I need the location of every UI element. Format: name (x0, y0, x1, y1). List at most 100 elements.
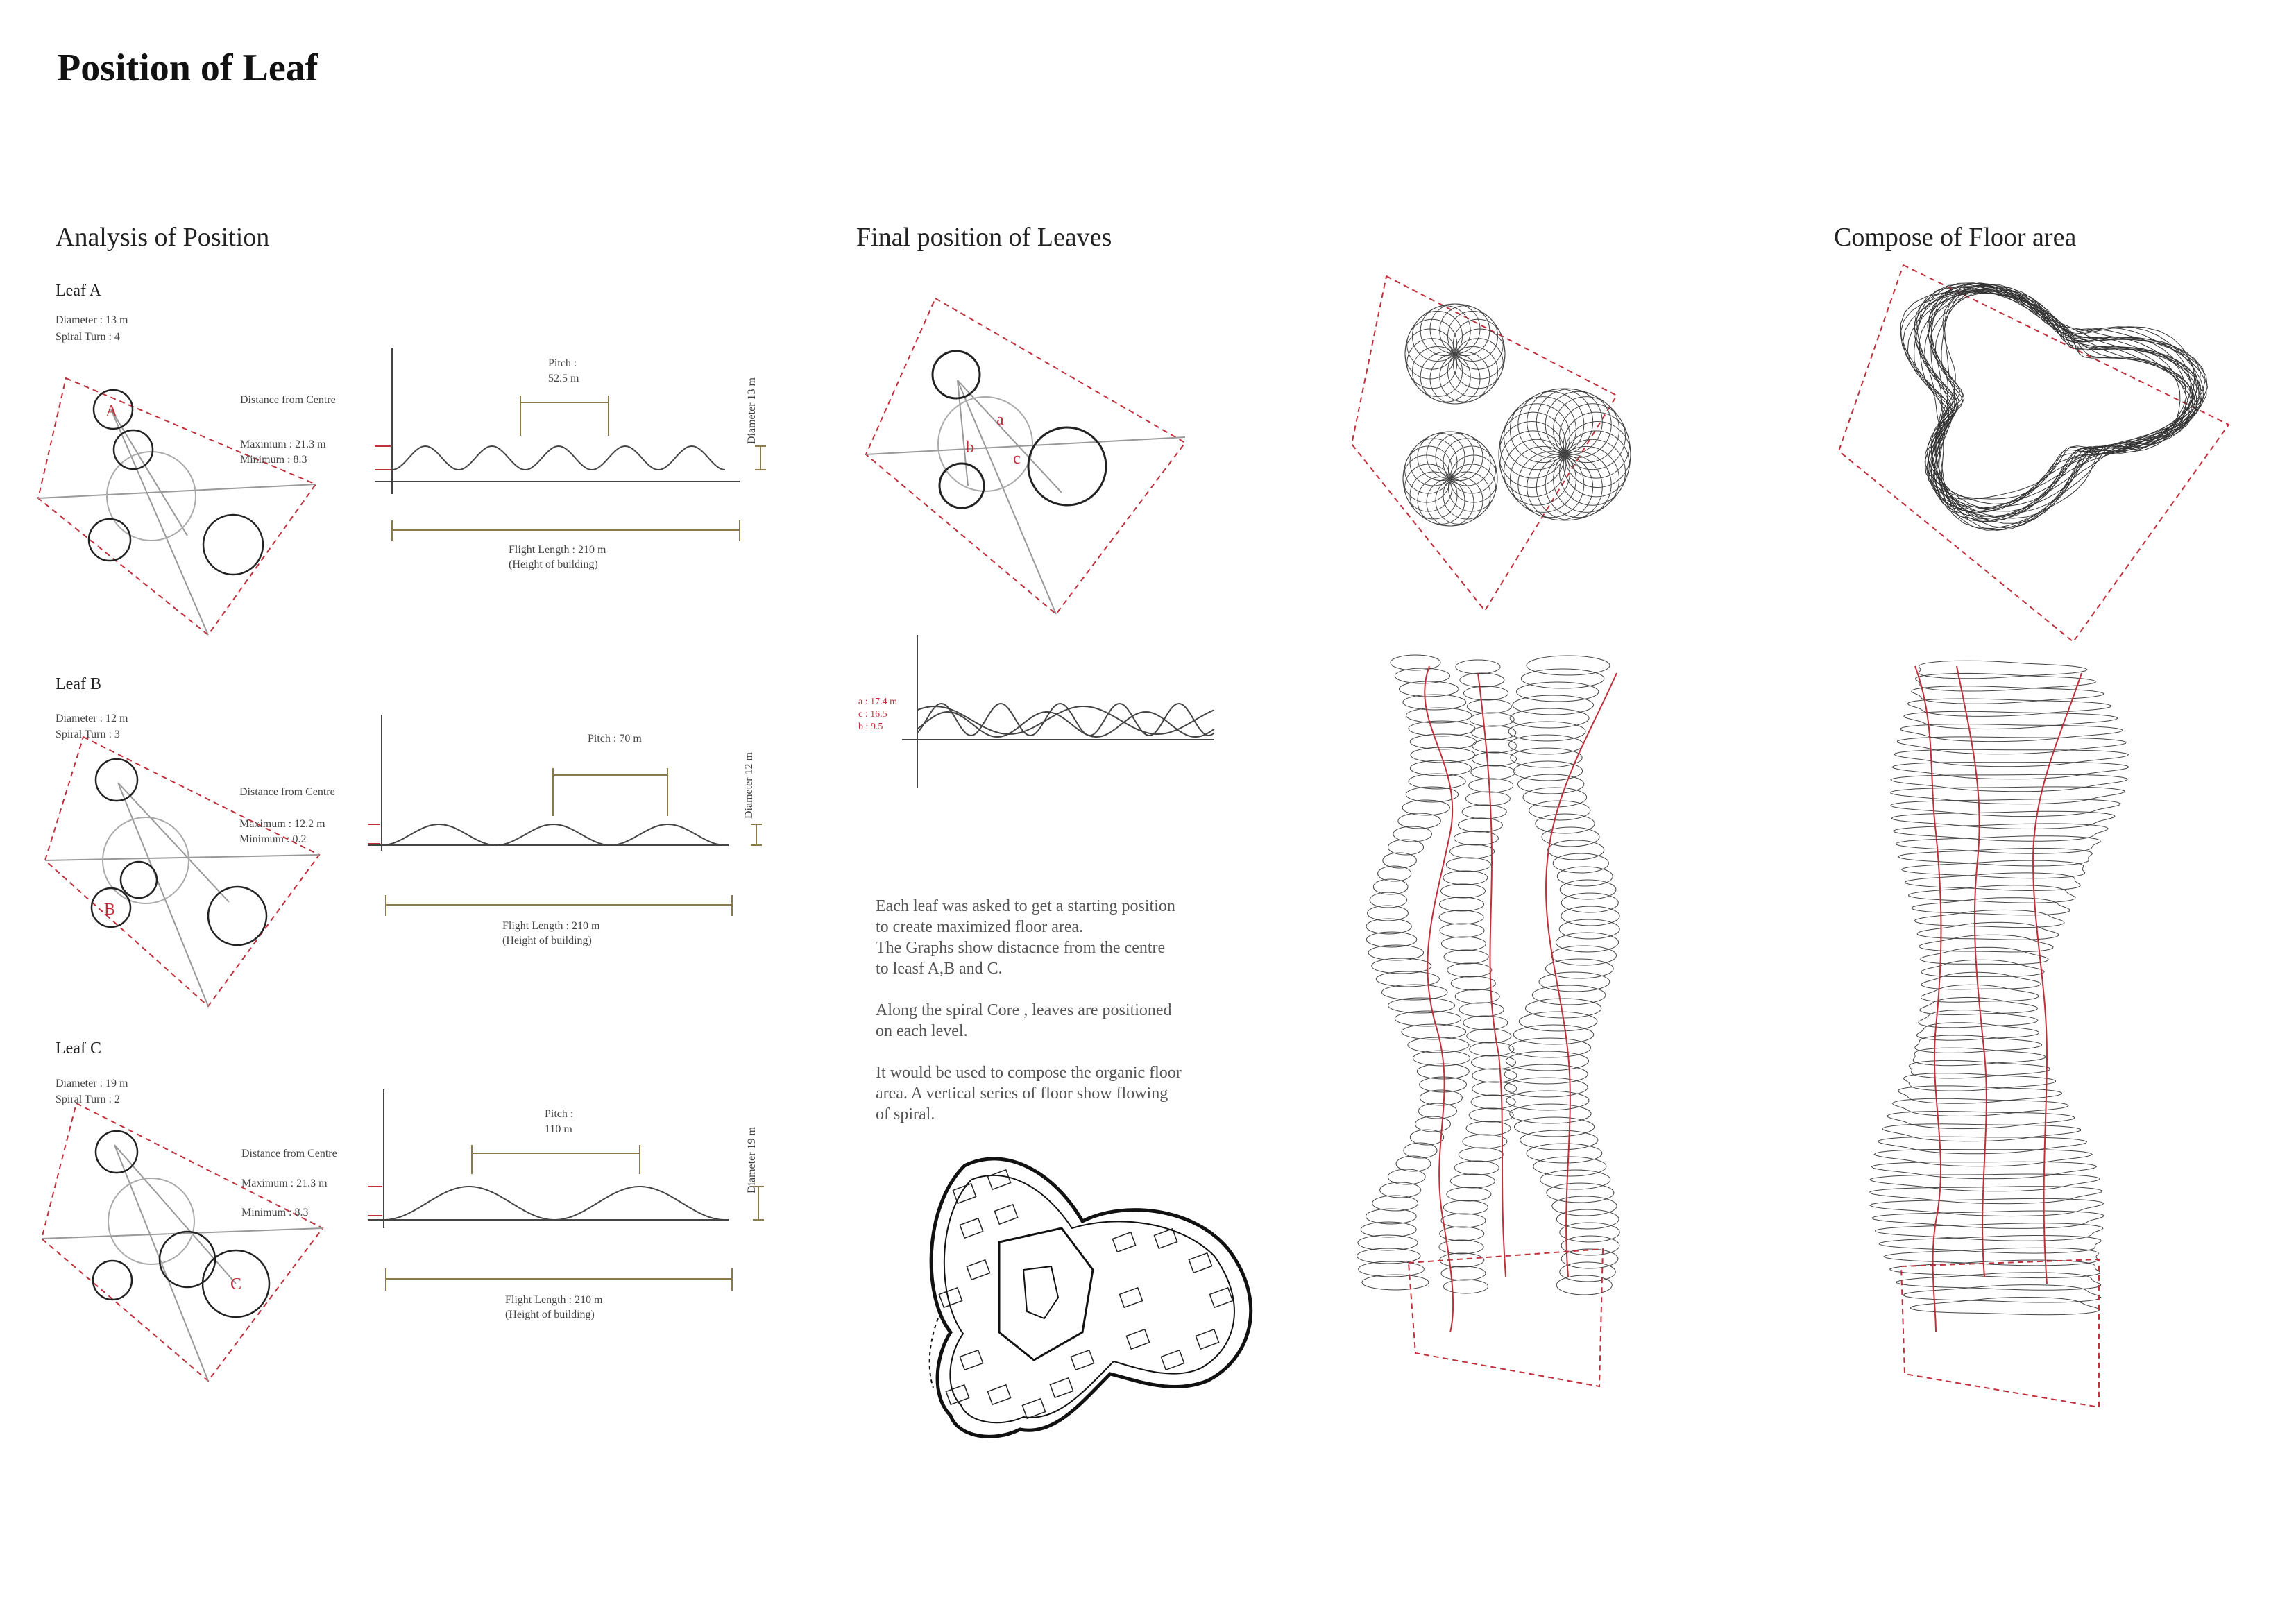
stack-ellipse (1457, 817, 1503, 833)
stack-floor-outline (1874, 1223, 2104, 1241)
leaf-a-title: Leaf A (56, 282, 102, 300)
stack-ellipse (1445, 857, 1491, 872)
stack-floor-outline (1896, 1272, 2102, 1291)
leaf-c-pitch-label: Pitch : (545, 1108, 573, 1120)
stack-ellipse (1455, 659, 1501, 674)
stack-ellipse (1459, 1002, 1504, 1017)
leaf-c-title: Leaf C (56, 1039, 101, 1057)
stack-ellipse (1556, 1275, 1613, 1295)
stack-floor-outline (1910, 1296, 2100, 1316)
stack-ellipse (1357, 1234, 1418, 1251)
stack-ellipse (1470, 1094, 1516, 1110)
floor-plan-cell (987, 1384, 1012, 1406)
stack-ellipse (1361, 1274, 1429, 1291)
stack-ellipse (1358, 1261, 1425, 1277)
floor-plan-cell (1049, 1377, 1074, 1399)
description-line: Each leaf was asked to get a starting po… (876, 897, 1175, 915)
stack-ellipse (1472, 1081, 1517, 1096)
stack-left-spiral-core (1424, 665, 1617, 1333)
floor-outline (1928, 286, 2191, 508)
stack-ellipse (1440, 1266, 1486, 1281)
stack-ellipse (1447, 962, 1493, 978)
stack-ellipse (1365, 1208, 1417, 1225)
stack-ellipse (1463, 686, 1508, 701)
final-distance-graph (902, 635, 1215, 788)
stack-ellipse (1454, 989, 1500, 1004)
stack-ellipse (1561, 892, 1619, 913)
floor-outline (1900, 291, 2200, 529)
stack-ellipse (1366, 918, 1412, 935)
final-graph-legend-a: a : 17.4 m (858, 697, 897, 707)
stack-ellipse (1382, 852, 1417, 869)
final-label-a: a (996, 411, 1004, 429)
stack-ellipse (1438, 1239, 1484, 1255)
leaf-b-distance-heading: Distance from Centre (239, 786, 335, 798)
leaf-b-maximum: Maximum : 12.2 m (239, 818, 325, 830)
stack-ellipse (1418, 1103, 1458, 1119)
leaf-c-height-note: (Height of building) (505, 1309, 595, 1320)
floor-outline (1924, 285, 2187, 500)
stack-ellipse (1524, 998, 1602, 1019)
leaf-a-diameter-side: Diameter 13 m (746, 377, 758, 444)
stack-ellipse (1408, 773, 1466, 790)
stack-ellipse (1439, 923, 1485, 938)
floor-plan-cell (1070, 1349, 1095, 1371)
stack-ellipse (1561, 1248, 1619, 1269)
stack-ellipse (1406, 707, 1472, 724)
stack-ellipse (1439, 897, 1484, 912)
stack-ellipse (1401, 1023, 1467, 1040)
stack-ellipse (1504, 1064, 1588, 1085)
stack-floor-outline (1900, 860, 2086, 879)
spiral-circle (1447, 311, 1498, 362)
floor-outline (1924, 282, 2201, 518)
leaf-b-spiral-turn: Spiral Turn : 3 (56, 729, 120, 740)
final-label-b: b (966, 439, 974, 457)
stack-floor-outline (1903, 711, 2119, 730)
stack-ellipse (1402, 694, 1467, 711)
stack-floor-outline (1889, 1259, 2101, 1279)
stack-floor-outline (1921, 959, 2045, 978)
stack-ellipse (1379, 1182, 1422, 1198)
stack-ellipse (1407, 1037, 1470, 1053)
floor-plan-drawing (928, 1157, 1253, 1438)
stack-ellipse (1371, 958, 1432, 974)
leaf-c-distance-heading: Distance from Centre (241, 1148, 337, 1159)
stack-ellipse (1369, 892, 1408, 908)
stack-ellipse (1505, 1051, 1590, 1071)
stack-floor-outline (1887, 1110, 2075, 1130)
composed-floor-outlines (1900, 282, 2208, 531)
spiral-rosettes (1402, 303, 1631, 527)
floor-outline (1927, 292, 2190, 512)
floor-plan-cell (1195, 1328, 1220, 1350)
stack-ellipse (1402, 799, 1450, 816)
stack-ellipse (1393, 826, 1432, 842)
stack-ellipse (1526, 655, 1610, 676)
stack-floor-outline (1907, 885, 2076, 903)
leaf-b-height-note: (Height of building) (502, 935, 592, 946)
leaf-a-block: Leaf A Diameter : 13 m Spiral Turn : 4 A… (37, 282, 766, 636)
stack-ellipse (1510, 747, 1583, 768)
stack-floor-outline (1914, 672, 2097, 692)
stack-floor-outline (1882, 1123, 2081, 1142)
leaf-c-block: Leaf C Diameter : 19 m Spiral Turn : 2 C… (40, 1039, 764, 1382)
stack-ellipse (1439, 1226, 1485, 1241)
spiral-circle (1504, 403, 1570, 470)
stack-ellipse (1552, 853, 1609, 874)
spiral-circle (1509, 396, 1576, 464)
stack-ellipse (1513, 760, 1583, 781)
stack-ellipse (1559, 1222, 1620, 1243)
stack-floor-outline (1871, 1210, 2104, 1229)
stack-ellipse (1469, 1042, 1515, 1057)
stack-ellipse (1375, 971, 1440, 987)
stack-ellipse (1440, 1213, 1486, 1228)
stack-floor-outline (1896, 736, 2127, 755)
leaf-a-flight-length: Flight Length : 210 m (509, 544, 606, 556)
stack-ellipse (1409, 760, 1472, 776)
vertical-stack-circles (1357, 654, 1620, 1295)
spiral-circles-plan (1350, 275, 1618, 612)
stack-ellipse (1512, 695, 1594, 715)
page-title: Position of Leaf (57, 46, 319, 90)
description-line: on each level. (876, 1022, 968, 1040)
stack-ellipse (1551, 1196, 1617, 1216)
floor-plan-detail-group (938, 1169, 1234, 1420)
